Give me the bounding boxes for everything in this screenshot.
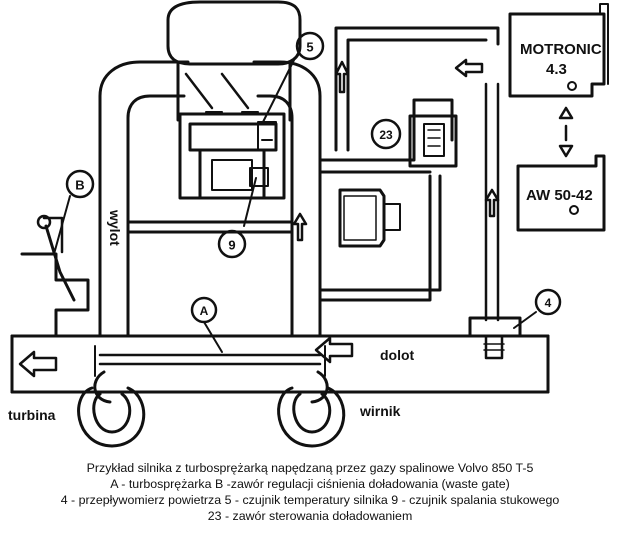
figure-caption: Przykład silnika z turbosprężarką napędz…	[0, 460, 620, 524]
intake-loop	[98, 60, 322, 338]
label-turbina: turbina	[8, 407, 56, 423]
motronic-box	[508, 3, 609, 98]
wastegate-arm	[20, 195, 90, 338]
control-pipes	[318, 26, 500, 322]
label-dolot: dolot	[380, 347, 415, 363]
marker-circle-4	[534, 288, 562, 316]
marker-5: 5	[306, 40, 313, 55]
marker-circle-23	[370, 118, 402, 150]
caption-line-3: 4 - przepływomierz powietrza 5 - czujnik…	[60, 493, 560, 507]
sensor-9	[243, 167, 269, 227]
label-wirnik: wirnik	[359, 403, 401, 419]
label-wylot: wylot	[107, 209, 123, 246]
air-flow-meter	[468, 311, 537, 360]
arrow-left-icon	[454, 58, 484, 78]
sensor-5	[257, 59, 295, 151]
valve-23	[408, 114, 458, 168]
turbo-shaft	[94, 345, 326, 377]
flow-arrows	[18, 58, 574, 378]
marker-circle-B	[65, 169, 95, 199]
marker-4: 4	[545, 296, 552, 310]
arrow-up-icon	[484, 188, 500, 218]
arrow-down-icon	[558, 144, 574, 158]
marker-A: A	[200, 304, 209, 318]
marker-circle-9	[217, 229, 247, 259]
aw-box	[516, 124, 606, 232]
arrow-up-icon	[558, 106, 574, 120]
marker-23: 23	[379, 128, 393, 142]
arrow-left-icon	[314, 336, 354, 364]
marker-circle-5	[295, 31, 325, 61]
caption-line-2: A - turbosprężarka B -zawór regulacji ci…	[110, 477, 510, 491]
label-aw: AW 50-42	[526, 187, 593, 204]
caption-line-4: 23 - zawór sterowania doładowaniem	[207, 509, 413, 523]
arrow-up-icon	[334, 60, 350, 94]
label-motronic-version: 4.3	[546, 61, 567, 78]
compressor-housing	[277, 370, 346, 448]
arrow-up-icon	[292, 212, 308, 242]
turbo-engine-diagram: 5 9 23 B A 4 MOTRONIC 4.3 AW 50-42 wylot…	[8, 0, 609, 448]
marker-9: 9	[228, 238, 235, 253]
marker-B: B	[75, 178, 84, 193]
arrow-left-icon	[18, 350, 58, 378]
engine-block	[166, 0, 302, 200]
turbine-housing	[77, 370, 146, 448]
pressure-actuator	[338, 188, 401, 248]
caption-line-1: Przykład silnika z turbosprężarką napędz…	[86, 461, 534, 475]
label-motronic: MOTRONIC	[520, 41, 602, 58]
